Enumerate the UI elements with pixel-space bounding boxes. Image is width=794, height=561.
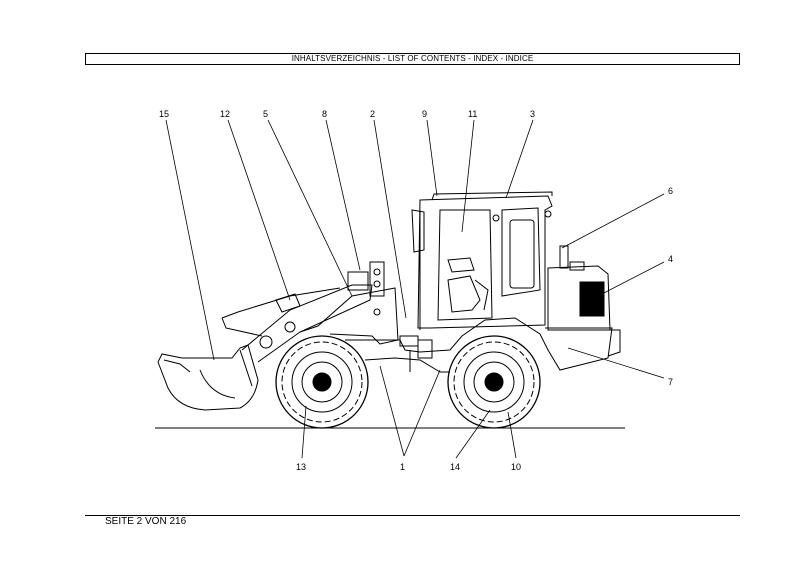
- document-header: INHALTSVERZEICHNIS - LIST OF CONTENTS - …: [85, 53, 740, 65]
- chassis: [345, 317, 621, 373]
- lift-arm: [221, 284, 373, 363]
- front-wheel: [275, 335, 369, 429]
- callout-15: 15: [159, 109, 169, 119]
- callout-12: 12: [220, 109, 230, 119]
- callout-8: 8: [322, 109, 327, 119]
- footer-divider: [85, 515, 740, 516]
- callout-1: 1: [400, 462, 405, 472]
- rear-wheel: [447, 335, 541, 429]
- callout-5: 5: [263, 109, 268, 119]
- callout-10: 10: [511, 462, 521, 472]
- front-frame: [299, 261, 399, 345]
- callout-2: 2: [370, 109, 375, 119]
- callout-3: 3: [530, 109, 535, 119]
- callout-13: 13: [296, 462, 306, 472]
- callout-7: 7: [668, 377, 673, 387]
- callout-9: 9: [422, 109, 427, 119]
- callout-11: 11: [468, 109, 477, 119]
- callout-6: 6: [668, 186, 673, 196]
- callout-labels: 15 12 5 8 2 9 11 3 6 4 7 10 14 1 13: [159, 109, 673, 472]
- engine-hood: [547, 245, 611, 331]
- header-title: INHALTSVERZEICHNIS - LIST OF CONTENTS - …: [291, 54, 534, 63]
- cab: [411, 191, 553, 330]
- callout-4: 4: [668, 254, 673, 264]
- bucket: [157, 344, 259, 411]
- page-number: SEITE 2 VON 216: [105, 516, 187, 527]
- callout-leaders: [165, 119, 665, 459]
- callout-14: 14: [450, 462, 460, 472]
